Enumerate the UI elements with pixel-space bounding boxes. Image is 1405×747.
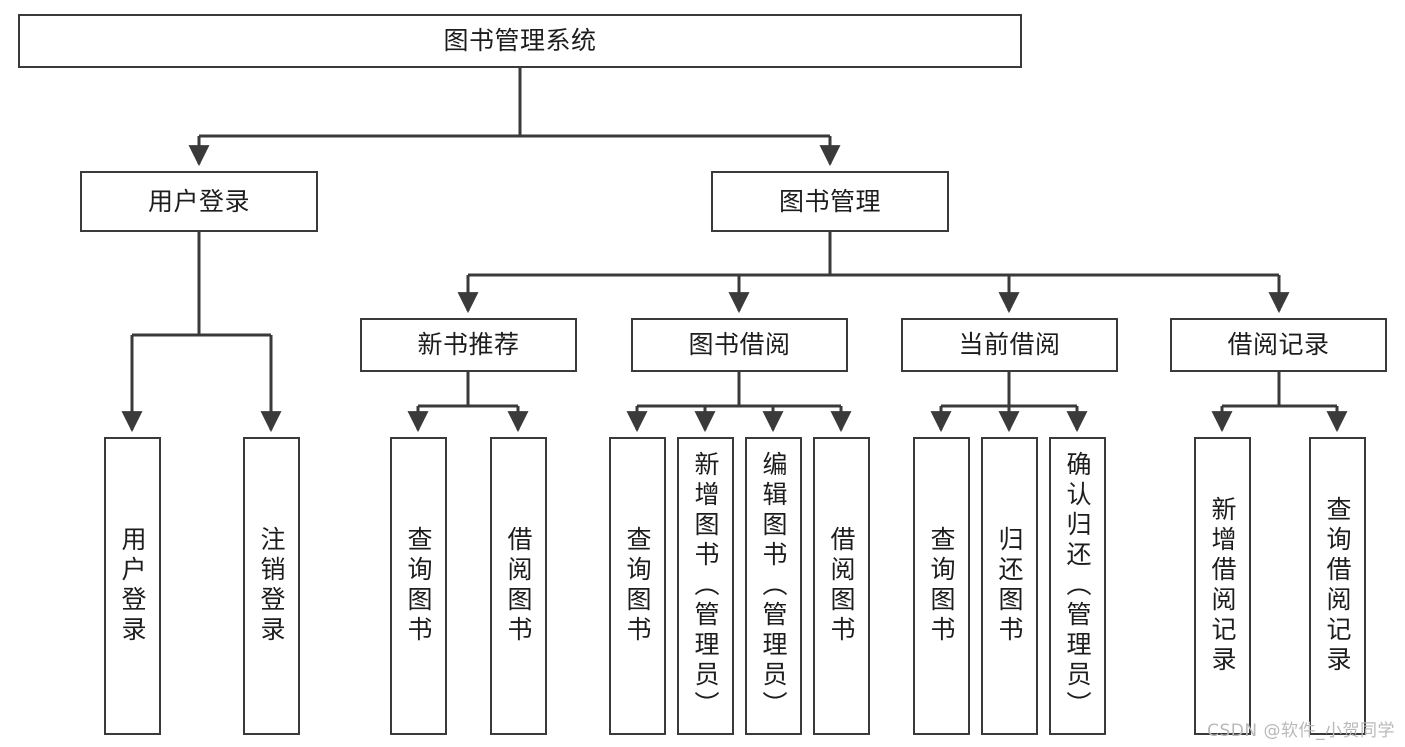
node-label: 图书管理系统 — [443, 26, 597, 56]
leaf-text-wrap: 查询图书 — [611, 453, 664, 719]
node-label: 新书推荐 — [417, 330, 520, 360]
leaf-user-login-logout[interactable]: 注销登录 — [243, 437, 300, 735]
node-new-book-recommend[interactable]: 新书推荐 — [360, 318, 577, 372]
node-label: 查询图书 — [927, 526, 956, 646]
node-label: 编辑图书（管理员） — [759, 451, 788, 721]
leaf-text-wrap: 借阅图书 — [815, 453, 868, 719]
node-user-login[interactable]: 用户登录 — [80, 171, 318, 232]
leaf-text-wrap: 归还图书 — [983, 453, 1036, 719]
node-label: 借阅记录 — [1227, 330, 1330, 360]
node-label: 图书管理 — [778, 186, 881, 216]
node-book-borrow[interactable]: 图书借阅 — [631, 318, 848, 372]
leaf-text-wrap: 新增图书（管理员） — [679, 451, 732, 721]
node-label: 借阅图书 — [827, 526, 856, 646]
node-label: 用户登录 — [147, 186, 250, 216]
leaf-current-return-book[interactable]: 归还图书 — [981, 437, 1038, 735]
leaf-record-add-record[interactable]: 新增借阅记录 — [1194, 437, 1251, 735]
node-label: 新增图书（管理员） — [691, 451, 720, 721]
node-label: 借阅图书 — [504, 526, 533, 646]
leaf-text-wrap: 确认归还（管理员） — [1051, 451, 1104, 721]
node-book-management[interactable]: 图书管理 — [711, 171, 949, 232]
node-label: 查询图书 — [404, 526, 433, 646]
leaf-user-login-login[interactable]: 用户登录 — [104, 437, 161, 735]
leaf-text-wrap: 借阅图书 — [492, 453, 545, 719]
leaf-text-wrap: 查询图书 — [392, 453, 445, 719]
node-label: 归还图书 — [995, 526, 1024, 646]
node-label: 当前借阅 — [958, 330, 1061, 360]
node-label: 确认归还（管理员） — [1063, 451, 1092, 721]
leaf-current-query-book[interactable]: 查询图书 — [913, 437, 970, 735]
node-borrow-record[interactable]: 借阅记录 — [1170, 318, 1387, 372]
leaf-text-wrap: 注销登录 — [245, 453, 298, 719]
leaf-text-wrap: 编辑图书（管理员） — [747, 451, 800, 721]
leaf-borrow-add-book-admin[interactable]: 新增图书（管理员） — [677, 437, 734, 735]
node-label: 查询图书 — [623, 526, 652, 646]
leaf-text-wrap: 查询借阅记录 — [1311, 453, 1364, 719]
node-label: 新增借阅记录 — [1208, 496, 1237, 676]
leaf-borrow-query-book[interactable]: 查询图书 — [609, 437, 666, 735]
leaf-text-wrap: 用户登录 — [106, 453, 159, 719]
node-current-borrow[interactable]: 当前借阅 — [901, 318, 1118, 372]
leaf-borrow-borrow-book[interactable]: 借阅图书 — [813, 437, 870, 735]
leaf-record-query-record[interactable]: 查询借阅记录 — [1309, 437, 1366, 735]
leaf-recommend-borrow-book[interactable]: 借阅图书 — [490, 437, 547, 735]
node-label: 注销登录 — [257, 526, 286, 646]
leaf-recommend-query-book[interactable]: 查询图书 — [390, 437, 447, 735]
leaf-text-wrap: 查询图书 — [915, 453, 968, 719]
node-root-system[interactable]: 图书管理系统 — [18, 14, 1022, 68]
node-label: 查询借阅记录 — [1323, 496, 1352, 676]
csdn-watermark: CSDN @软件_小贺同学 — [1207, 721, 1395, 741]
leaf-borrow-edit-book-admin[interactable]: 编辑图书（管理员） — [745, 437, 802, 735]
node-label: 图书借阅 — [688, 330, 791, 360]
leaf-text-wrap: 新增借阅记录 — [1196, 453, 1249, 719]
node-label: 用户登录 — [118, 526, 147, 646]
leaf-current-confirm-return-admin[interactable]: 确认归还（管理员） — [1049, 437, 1106, 735]
